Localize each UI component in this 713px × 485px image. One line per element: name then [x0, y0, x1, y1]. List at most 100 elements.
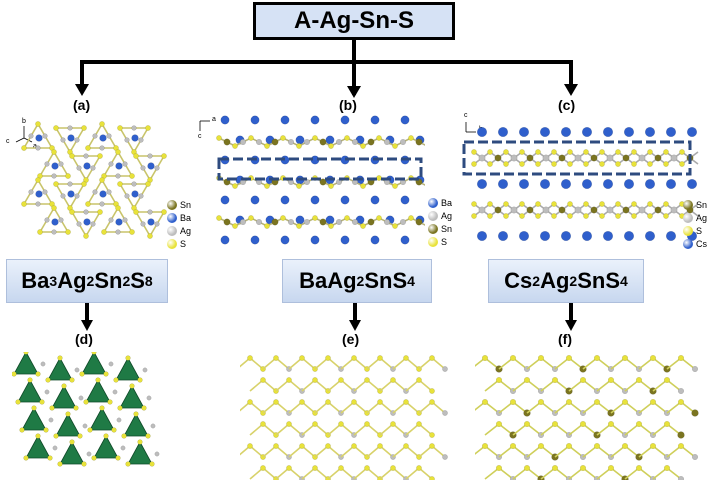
sulfur-atom: [286, 377, 292, 383]
tin-atom: [494, 206, 502, 214]
sulfur-atom: [663, 377, 670, 384]
sulfur-atom: [338, 421, 344, 427]
axis-label-b-bottom: c: [198, 133, 202, 140]
legend-item: S: [683, 224, 707, 237]
bond: [327, 357, 342, 370]
sulfur-atom: [73, 405, 79, 411]
bond: [405, 467, 420, 480]
sulfur-atom: [328, 143, 334, 149]
sulfur-atom: [325, 355, 331, 361]
barium-atom: [115, 162, 123, 170]
bond: [314, 467, 329, 480]
sulfur-atom: [147, 233, 153, 239]
formula-subscript: 8: [144, 273, 153, 289]
sulfur-atom: [583, 201, 589, 207]
cesium-atom: [539, 230, 550, 241]
highlight-layer-box: [462, 140, 692, 176]
sulfur-atom: [296, 223, 302, 229]
silver-atom: [48, 417, 54, 423]
tin-atom: [558, 206, 566, 214]
bond: [249, 357, 264, 370]
bond: [379, 467, 394, 480]
silver-atom: [335, 139, 342, 146]
bond: [624, 401, 640, 414]
silver-atom: [92, 189, 98, 195]
bond: [484, 445, 500, 458]
sulfur-atom: [593, 399, 600, 406]
bond: [512, 357, 528, 370]
silver-atom: [124, 193, 130, 199]
sulfur-atom: [99, 405, 105, 411]
sulfur-atom: [538, 354, 545, 361]
bond: [498, 379, 514, 392]
silver-atom: [44, 389, 50, 395]
legend-item: Sn: [167, 198, 191, 211]
bond: [540, 357, 556, 370]
silver-atom: [146, 395, 152, 401]
barium-atom: [400, 115, 410, 125]
sulfur-atom: [325, 443, 331, 449]
barium-atom: [325, 215, 335, 225]
sulfur-atom: [677, 354, 684, 361]
sulfur-atom: [145, 125, 151, 131]
bond: [610, 401, 626, 414]
cesium-atom: [477, 126, 488, 138]
sulfur-atom: [232, 143, 238, 149]
sulfur-atom: [145, 181, 151, 187]
barium-atom: [310, 115, 320, 125]
bond: [638, 423, 654, 436]
sulfur-atom: [551, 201, 557, 207]
cesium-atom: [686, 179, 697, 190]
tin-atom: [271, 218, 279, 226]
sulfur-atom: [97, 153, 103, 159]
barium-atom: [310, 195, 320, 205]
sulfur-atom: [647, 149, 653, 155]
bond: [596, 423, 612, 436]
formula-element: BaAg: [299, 268, 357, 293]
tin-atom: [590, 206, 598, 214]
bond: [262, 445, 277, 458]
bond: [327, 467, 342, 480]
legend-swatch: [683, 238, 693, 249]
sulfur-atom: [77, 433, 83, 439]
sulfur-atom: [351, 399, 357, 405]
sulfur-atom: [113, 377, 119, 383]
tin-atom: [319, 178, 327, 186]
bond: [512, 445, 528, 458]
panel-label-a: (a): [73, 97, 91, 113]
panel-label-d: (d): [75, 331, 93, 347]
silver-atom: [74, 367, 80, 373]
sulfur-atom: [21, 201, 27, 207]
sulfur-atom: [360, 223, 366, 229]
bond: [596, 357, 612, 370]
sulfur-atom: [567, 201, 573, 207]
silver-atom: [140, 165, 146, 171]
sulfur-atom: [43, 427, 49, 433]
sulfur-atom: [87, 427, 93, 433]
tin-atom: [622, 154, 630, 162]
sulfur-atom: [519, 201, 525, 207]
cesium-atom: [519, 126, 530, 138]
sulfur-atom: [481, 399, 488, 406]
cesium-atom: [498, 126, 509, 138]
legend-swatch: [428, 223, 438, 234]
sulfur-atom: [599, 149, 605, 155]
formula-subscript: 4: [407, 273, 415, 289]
bond: [666, 467, 682, 480]
sulfur-atom: [69, 439, 75, 445]
bond: [554, 467, 570, 480]
bond: [405, 357, 420, 370]
barium-atom: [250, 115, 260, 125]
sulfur-atom: [264, 183, 270, 189]
barium-atom: [99, 134, 107, 142]
highlight-layer-box: [217, 157, 423, 181]
panel-label-b: (b): [339, 97, 357, 113]
barium-atom: [280, 235, 290, 245]
sulfur-atom: [83, 233, 89, 239]
barium-atom: [147, 218, 155, 226]
legend-swatch: [428, 197, 438, 208]
bond: [610, 379, 626, 392]
bond: [431, 357, 446, 370]
bond: [418, 445, 433, 458]
